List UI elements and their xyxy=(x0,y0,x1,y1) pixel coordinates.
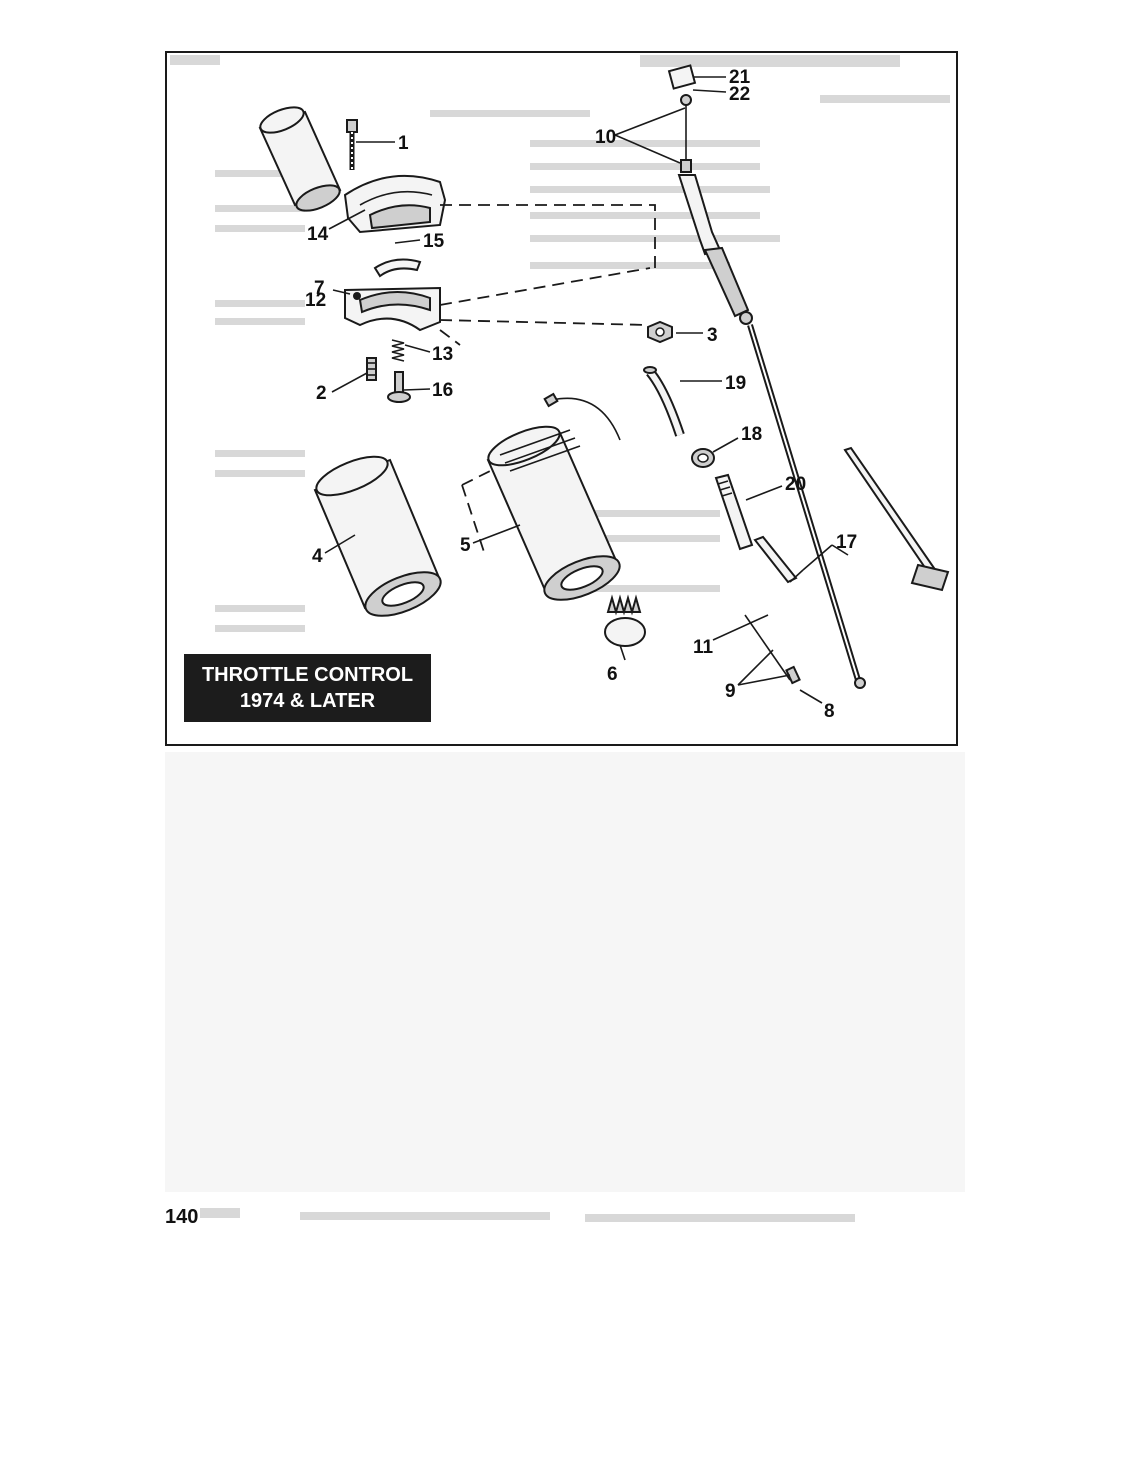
part-19-curved-tube xyxy=(643,366,685,437)
throttle-cable-wire xyxy=(543,392,621,441)
part-16-knurled-screw xyxy=(387,371,411,403)
diagram-frame xyxy=(165,51,958,746)
callout-13: 13 xyxy=(432,344,453,365)
callout-14: 14 xyxy=(307,224,329,245)
part-10-control-cable xyxy=(667,64,866,689)
leader-lines xyxy=(324,76,849,704)
part-20-threaded-tube xyxy=(714,473,754,551)
part-18-ferrule xyxy=(691,448,715,468)
callout-7: 7 xyxy=(314,278,325,299)
callout-3: 3 xyxy=(707,325,718,346)
callout-15: 15 xyxy=(423,231,445,252)
part-3-nut xyxy=(647,320,673,344)
callout-20: 20 xyxy=(785,474,806,495)
part-4-grip-sleeve xyxy=(313,455,442,617)
callout-numbers: 1 14 15 7 12 13 2 16 4 5 6 10 21 22 3 19… xyxy=(305,67,857,722)
callout-5: 5 xyxy=(460,535,471,556)
part-12-lower-housing xyxy=(344,286,441,332)
callout-9: 9 xyxy=(725,681,736,702)
part-17-rods xyxy=(753,446,950,592)
part-13-spring xyxy=(391,339,405,362)
callout-1: 1 xyxy=(398,133,409,154)
part-6-plug xyxy=(604,594,646,647)
diagram-title-line-1: THROTTLE CONTROL xyxy=(201,664,414,686)
callout-2: 2 xyxy=(316,383,327,404)
callout-6: 6 xyxy=(607,664,618,685)
callout-8: 8 xyxy=(824,701,835,722)
callout-19: 19 xyxy=(725,373,746,394)
page-number: 140 xyxy=(165,1206,199,1228)
part-2-set-screw xyxy=(366,357,377,381)
callout-18: 18 xyxy=(741,424,762,445)
callout-22: 22 xyxy=(729,84,750,105)
diagram-title-box: THROTTLE CONTROL 1974 & LATER xyxy=(184,654,431,722)
callout-21: 21 xyxy=(729,67,751,88)
part-11-wire xyxy=(744,614,791,681)
callout-17: 17 xyxy=(836,532,857,553)
part-1-screw xyxy=(346,119,358,170)
part-8-pin xyxy=(785,665,801,685)
part-15-clip xyxy=(373,258,422,278)
part-14-upper-housing xyxy=(343,174,447,234)
diagram-title-line-2: 1974 & LATER xyxy=(239,690,376,712)
callout-4: 4 xyxy=(312,546,323,567)
part-5-throttle-sleeve xyxy=(486,425,621,601)
callout-16: 16 xyxy=(432,380,453,401)
assembly-guide-lines xyxy=(439,204,656,556)
upper-tube xyxy=(258,106,342,212)
callout-10: 10 xyxy=(595,127,616,148)
callout-11: 11 xyxy=(693,637,714,658)
callout-12: 12 xyxy=(305,290,326,311)
